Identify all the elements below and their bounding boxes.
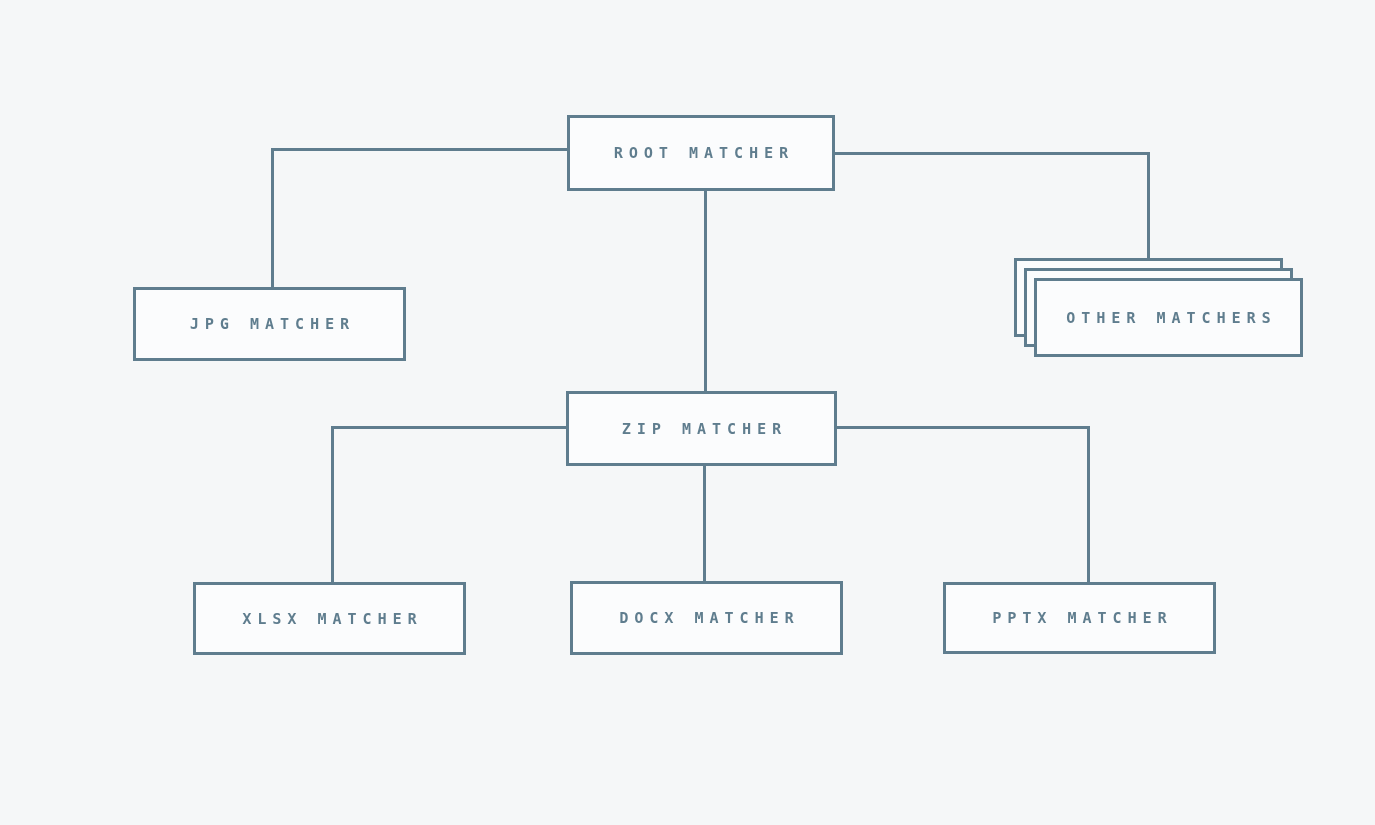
node-root-matcher-label: ROOT MATCHER — [613, 144, 795, 162]
node-docx-matcher: DOCX MATCHER — [570, 581, 843, 655]
node-xlsx-matcher: XLSX MATCHER — [193, 582, 466, 655]
node-pptx-matcher: PPTX MATCHER — [943, 582, 1216, 654]
node-other-matchers-label: OTHER MATCHERS — [1066, 308, 1277, 327]
edge-zip-pptx-vertical — [1087, 426, 1090, 583]
node-docx-matcher-label: DOCX MATCHER — [619, 609, 800, 627]
edge-root-other-vertical — [1147, 152, 1150, 259]
edge-zip-pptx-horizontal — [837, 426, 1090, 429]
node-xlsx-matcher-label: XLSX MATCHER — [242, 609, 423, 628]
edge-root-other-horizontal — [835, 152, 1150, 155]
edge-root-jpg-horizontal — [271, 148, 567, 151]
edge-zip-xlsx-horizontal — [331, 426, 567, 429]
node-root-matcher: ROOT MATCHER — [567, 115, 835, 191]
node-other-matchers: OTHER MATCHERS — [1034, 278, 1303, 357]
node-jpg-matcher-label: JPG MATCHER — [189, 315, 356, 333]
edge-zip-xlsx-vertical — [331, 426, 334, 583]
node-jpg-matcher: JPG MATCHER — [133, 287, 406, 361]
node-pptx-matcher-label: PPTX MATCHER — [992, 609, 1173, 627]
edge-root-zip-vertical — [704, 191, 707, 392]
node-zip-matcher-label: ZIP MATCHER — [621, 419, 788, 438]
edge-zip-docx-vertical — [703, 466, 706, 582]
edge-root-jpg-vertical — [271, 148, 274, 289]
node-zip-matcher: ZIP MATCHER — [566, 391, 837, 466]
